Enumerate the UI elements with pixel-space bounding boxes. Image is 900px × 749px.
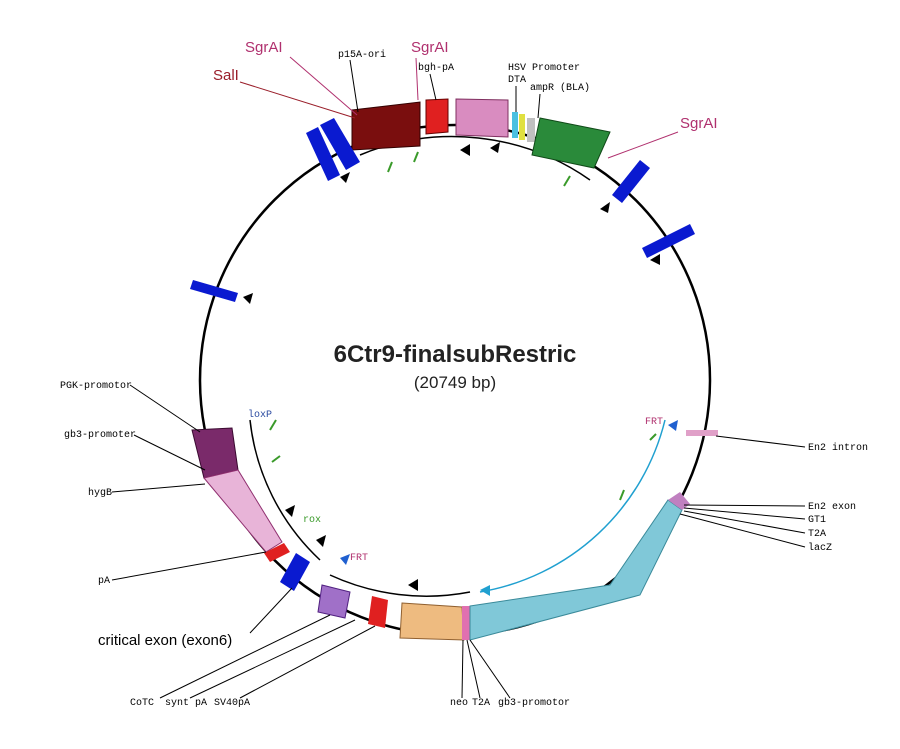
label-neo: neo [450, 698, 468, 709]
site-label-sall: SalI [213, 67, 239, 84]
label-p15a-ori: p15A-ori [338, 49, 386, 61]
leader-bgh-pa [429, 73, 437, 101]
label-hsv-promoter: HSV Promoter [508, 63, 580, 74]
label-lacz: lacZ [808, 542, 832, 554]
frt-bottom-marker [340, 554, 350, 565]
mark-arrow-5 [650, 254, 660, 265]
leader-gb3-promoter [133, 434, 206, 471]
dta-block [455, 98, 509, 138]
leader-cotc [159, 614, 331, 699]
leader-ampr [537, 93, 541, 119]
label-frt-bottom: FRT [350, 553, 368, 564]
label-dta: DTA [508, 75, 526, 86]
label-pgk-promotor: PGK-promotor [60, 381, 132, 392]
leader-en2-intron [715, 435, 806, 448]
cotc-block [317, 584, 351, 619]
hsv-promoter-block [512, 112, 518, 138]
label-en2-exon: En2 exon [808, 502, 856, 513]
green-tick-1 [387, 161, 393, 173]
inner-arc-right [479, 419, 666, 593]
label-t2a-right: T2A [808, 529, 826, 540]
label-t2a-bottom: T2A [472, 698, 490, 709]
mark-arrow-3 [460, 144, 470, 156]
p15a-ori-block [351, 101, 421, 151]
label-gt1: GT1 [808, 515, 826, 526]
t2a-block [462, 606, 470, 640]
hsv-promoter-stripe [519, 114, 525, 140]
site-leader-sgrai-3 [607, 131, 679, 159]
label-synt-pa: synt pA [165, 698, 207, 709]
pa-block [264, 543, 290, 562]
green-tick-7 [649, 433, 657, 441]
leader-t2a-right [683, 510, 806, 534]
site-label-sgrai-3: SgrAI [680, 115, 718, 132]
blue-marker-6 [280, 553, 310, 591]
leader-en2-exon [683, 504, 806, 507]
hygb-block [203, 469, 283, 553]
green-tick-3 [563, 175, 571, 187]
label-rox: rox [303, 515, 321, 526]
green-tick-5 [271, 455, 281, 463]
leader-p15a-ori [349, 59, 359, 113]
lacz-block [469, 499, 683, 641]
mark-arrow-4 [600, 202, 610, 213]
leader-gt1 [683, 507, 806, 520]
label-frt-right: FRT [645, 417, 663, 428]
mark-arrow-2 [490, 142, 500, 153]
site-leader-sgrai-2 [415, 57, 419, 101]
neo-block [399, 602, 465, 641]
green-tick-2 [413, 151, 419, 163]
green-tick-4 [269, 419, 277, 431]
sv40pa-block [368, 596, 388, 628]
mark-arrow-10 [480, 585, 490, 596]
mark-arrow-1 [340, 172, 350, 183]
mark-arrow-9 [408, 579, 418, 591]
label-loxp: loxP [248, 409, 272, 421]
frt-right-marker [668, 420, 678, 431]
label-sv40pa: SV40pA [214, 698, 250, 709]
leader-neo [461, 639, 464, 699]
leader-lacz [679, 513, 806, 548]
leader-synt-pa [189, 619, 356, 699]
label-gb3-promotor: gb3-promotor [498, 697, 570, 709]
label-en2-intron: En2 intron [808, 442, 868, 454]
label-gb3-promoter: gb3-promoter [64, 429, 136, 441]
en2-intron-block [686, 430, 718, 436]
site-label-sgrai-1: SgrAI [245, 39, 283, 56]
blue-marker-3 [612, 160, 650, 203]
leader-gb3-promotor [469, 639, 511, 699]
site-label-sgrai-2: SgrAI [411, 39, 449, 56]
leader-pgk-promotor [129, 384, 201, 433]
ampr-linker-block [527, 118, 535, 142]
leader-sv40pa [239, 625, 376, 699]
leader-hygb [111, 483, 206, 493]
blue-marker-1 [306, 127, 340, 181]
ampr-block [531, 117, 611, 169]
pgk-promotor-block [191, 427, 239, 479]
leader-critical-exon [249, 587, 293, 634]
label-hygb: hygB [88, 487, 112, 499]
blue-marker-2 [320, 118, 360, 170]
blue-marker-5 [190, 280, 238, 302]
plasmid-size: (20749 bp) [414, 373, 496, 392]
bgh-pa-block [425, 98, 449, 135]
green-tick-6 [619, 489, 625, 501]
label-cotc: CoTC [130, 698, 154, 709]
site-leader-sall [239, 81, 356, 119]
blue-marker-4 [642, 224, 695, 258]
label-critical-exon: critical exon (exon6) [98, 632, 232, 649]
mark-arrow-8 [316, 535, 326, 547]
leader-pa [111, 551, 267, 581]
label-bgh-pa: bgh-pA [418, 62, 454, 74]
plasmid-name: 6Ctr9-finalsubRestric [334, 341, 577, 368]
inner-arc-bottom [329, 574, 471, 597]
mark-arrow-6 [243, 293, 253, 304]
site-leader-sgrai-1 [289, 56, 358, 116]
mark-arrow-7 [285, 505, 295, 517]
label-pa: pA [98, 576, 110, 587]
inner-arc-left [249, 419, 321, 561]
leader-t2a-bottom [466, 639, 481, 699]
label-ampr: ampR (BLA) [530, 82, 590, 94]
